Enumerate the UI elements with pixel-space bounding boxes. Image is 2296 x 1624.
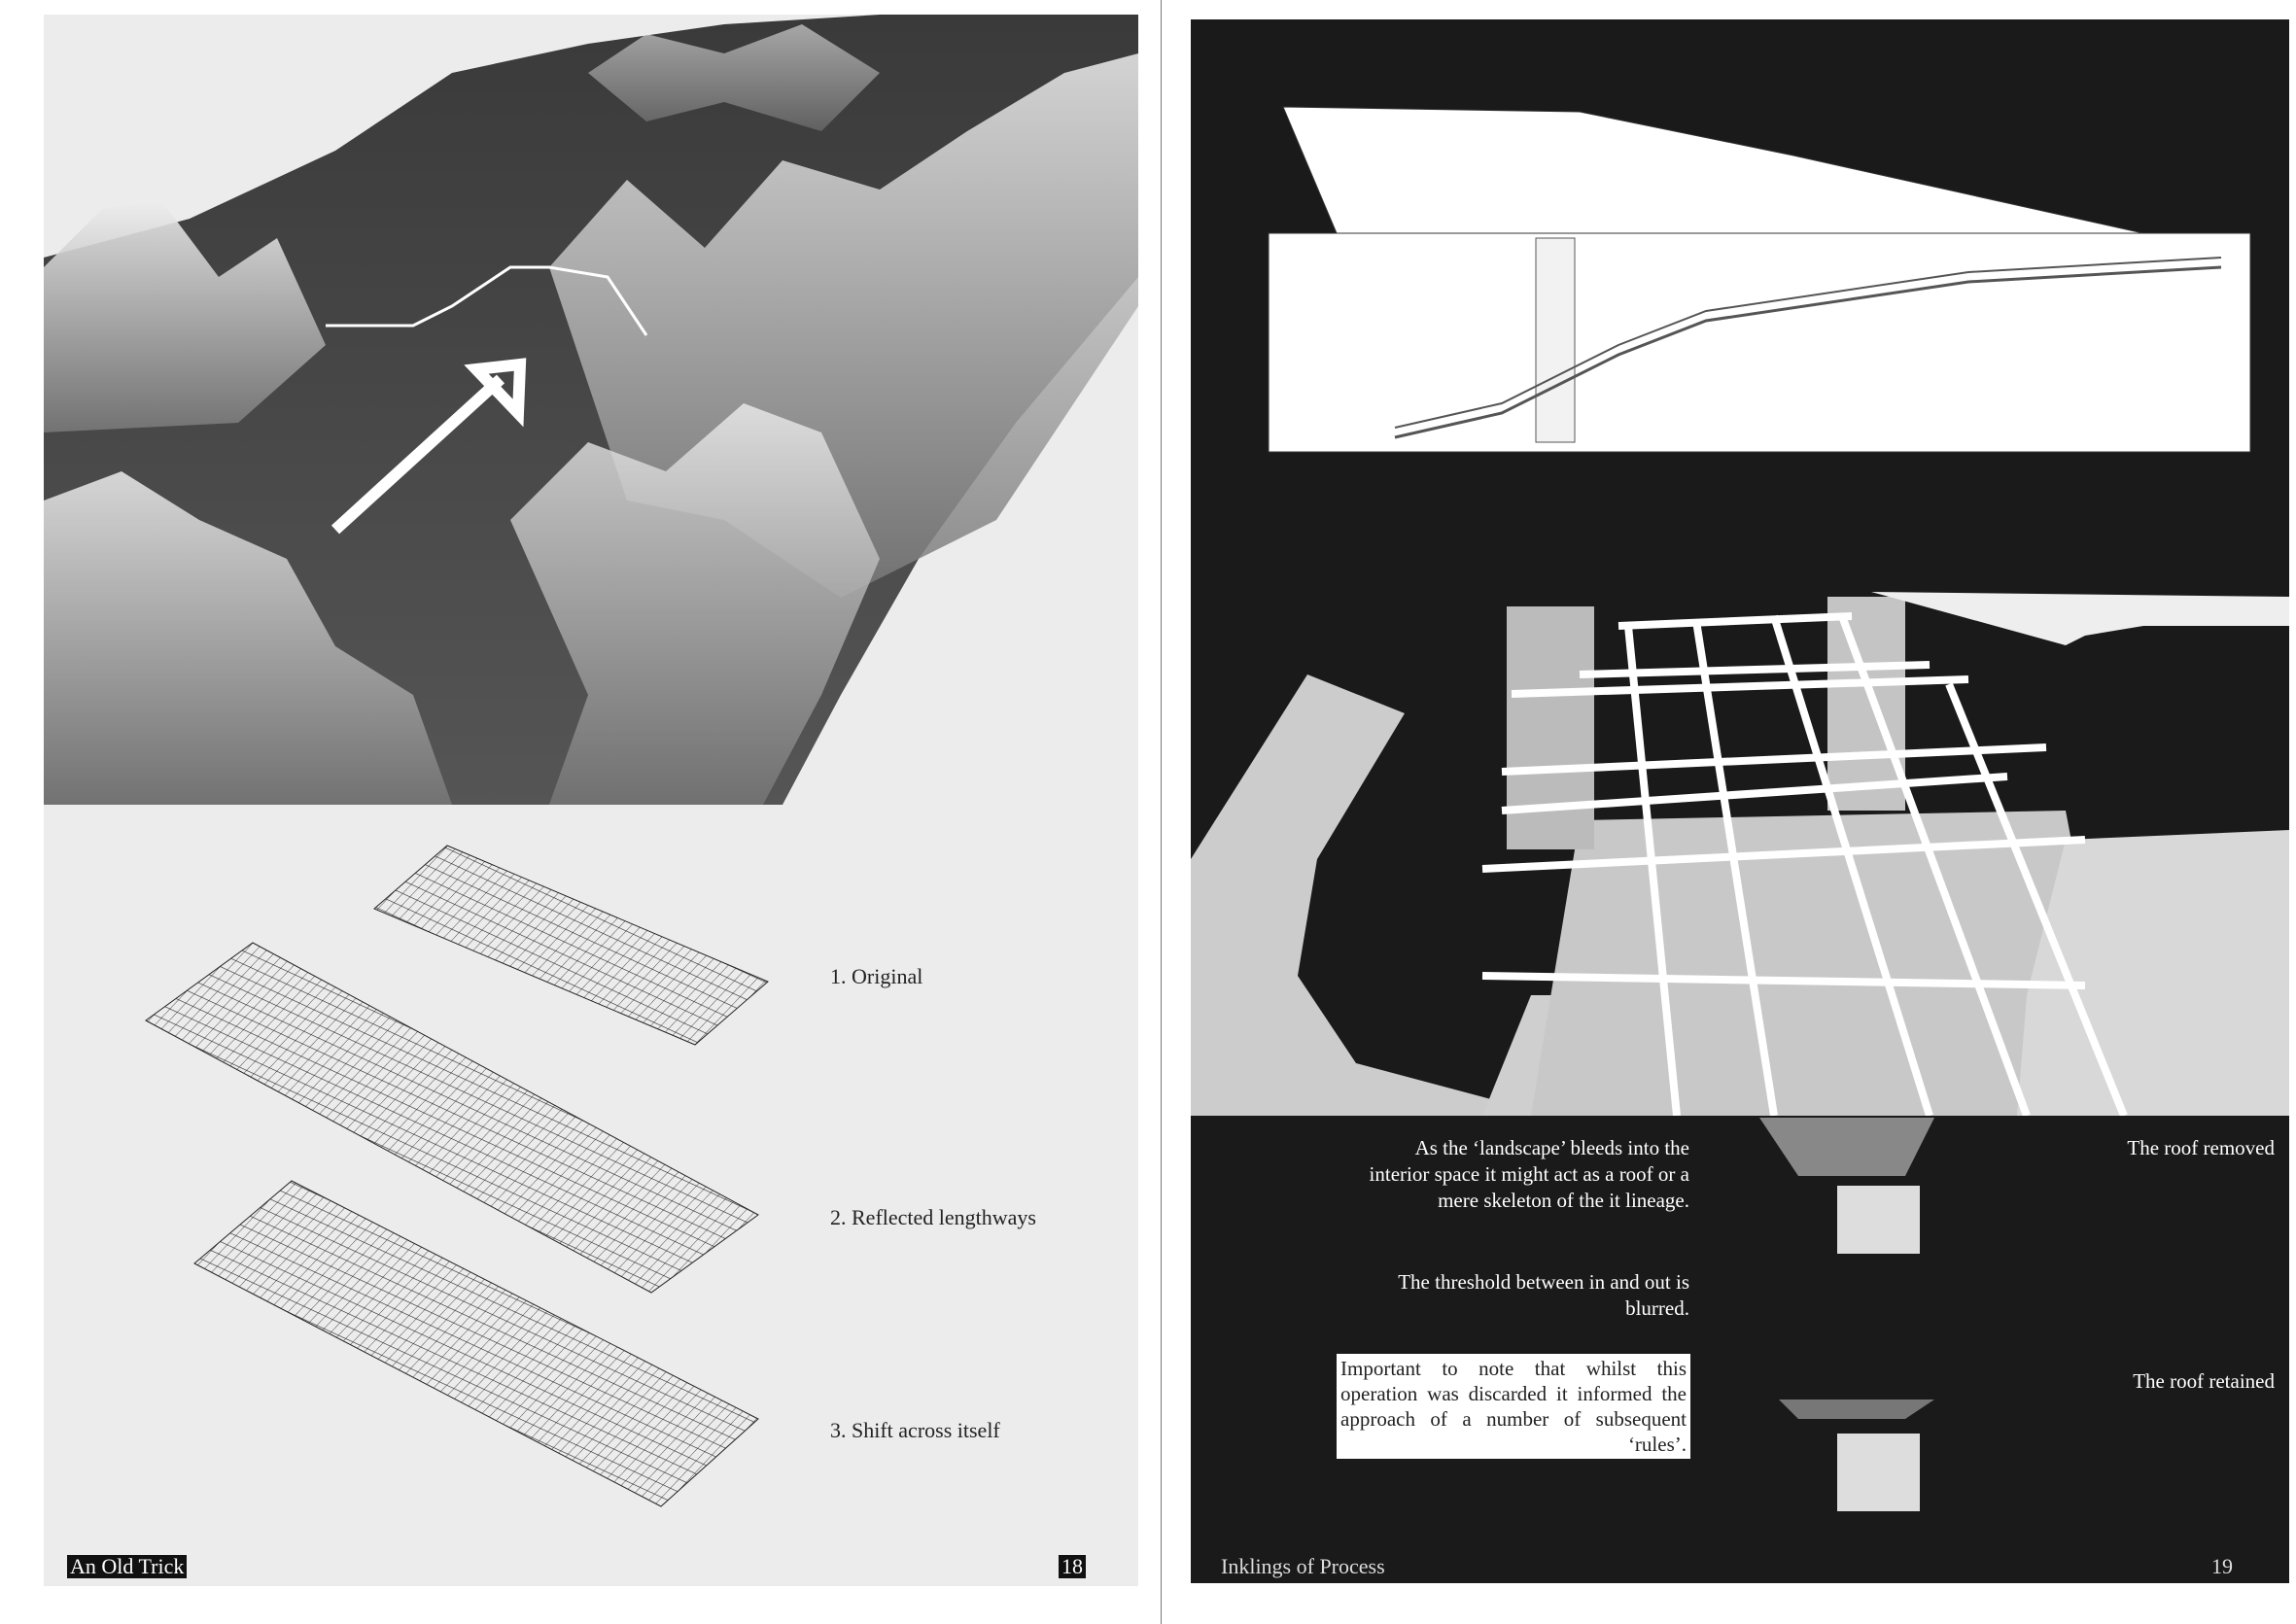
paragraph-threshold: The threshold between in and out is blur… <box>1398 1270 1689 1320</box>
page-divider <box>1161 0 1162 1624</box>
footer-title-right: Inklings of Process <box>1221 1554 1385 1578</box>
page-number-right: 19 <box>2211 1554 2233 1578</box>
mesh-reflected <box>145 942 759 1294</box>
landscape-render <box>44 15 1138 805</box>
footer-title-left: An Old Trick <box>67 1555 188 1578</box>
note-box: Important to note that whilst this opera… <box>1337 1354 1690 1459</box>
caption-original: 1. Original <box>830 964 923 988</box>
caption-roof-retained: The roof retained <box>2133 1369 2275 1393</box>
roof-retained-render <box>1779 1399 1934 1511</box>
roof-removed-render <box>1759 1118 1934 1254</box>
caption-reflected: 2. Reflected lengthways <box>830 1205 1036 1229</box>
paragraph-landscape: As the ‘landscape’ bleeds into the inter… <box>1369 1136 1689 1212</box>
arrow-icon <box>330 374 505 535</box>
mesh-original <box>373 845 769 1046</box>
wireframe-meshes <box>145 845 769 1507</box>
interior-render <box>1191 587 2289 1116</box>
caption-shift: 3. Shift across itself <box>830 1418 1000 1442</box>
section-drawing <box>1268 106 2251 453</box>
caption-roof-removed: The roof removed <box>2127 1136 2275 1159</box>
mesh-shifted <box>193 1180 759 1507</box>
page-number-left: 18 <box>1059 1555 1086 1578</box>
